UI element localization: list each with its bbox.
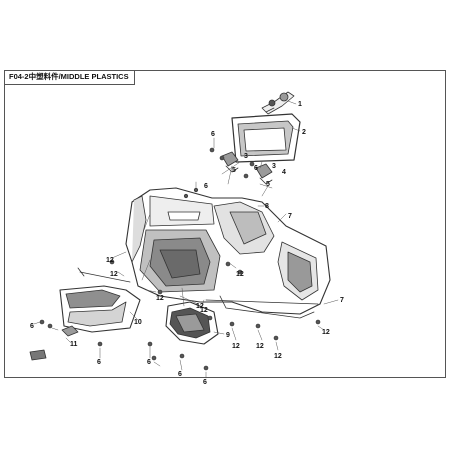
callout-7-top: 7: [288, 213, 292, 220]
callout-12-a: 12: [106, 257, 114, 264]
part-10-box: [59, 267, 141, 333]
callout-5-left: 5: [232, 167, 236, 174]
callout-7-right: 7: [340, 297, 344, 304]
callout-12-e: 12: [236, 271, 244, 278]
part-2-lid: [231, 113, 301, 163]
callout-labels: 1 2 3 3 4 5 5 6 6 6 6 6 6 6 6 7 7 8 9 10…: [30, 101, 344, 386]
part-9-cover: [165, 301, 219, 345]
diagram-title: F04-2中塑料件/MIDDLE PLASTICS: [4, 70, 135, 85]
callout-6-b: 6: [204, 183, 208, 190]
callout-12-d: 12: [196, 303, 204, 310]
callout-1: 1: [298, 101, 302, 108]
callout-3-right: 3: [272, 163, 276, 170]
callout-12-j: 12: [200, 307, 208, 314]
callout-6-h: 6: [254, 165, 258, 172]
callout-6-d: 6: [97, 359, 101, 366]
callout-12-b: 12: [110, 271, 118, 278]
callout-6-g: 6: [203, 379, 207, 386]
callout-8: 8: [265, 203, 269, 210]
callout-2: 2: [302, 129, 306, 136]
diagram-frame: [4, 70, 446, 378]
part-11-clip: [61, 325, 79, 337]
callout-6-a: 6: [211, 131, 215, 138]
part-11-tag: [29, 349, 47, 361]
callout-6-f: 6: [178, 371, 182, 378]
callout-3-left: 3: [244, 153, 248, 160]
callout-6-e: 6: [147, 359, 151, 366]
part-1-latch: [261, 91, 295, 115]
part-3-hinge-left: [221, 151, 239, 173]
part-8-body: [125, 187, 331, 319]
callout-9: 9: [226, 332, 230, 339]
callout-6-c: 6: [30, 323, 34, 330]
callout-12-f: 12: [232, 343, 240, 350]
callout-5-right: 5: [266, 181, 270, 188]
leader-lines: [33, 100, 339, 379]
callout-10: 10: [134, 319, 142, 326]
callout-12-i: 12: [322, 329, 330, 336]
callout-12-g: 12: [256, 343, 264, 350]
callout-4: 4: [282, 169, 286, 176]
callout-11: 11: [70, 341, 78, 348]
callout-12-c: 12: [156, 295, 164, 302]
callout-12-h: 12: [274, 353, 282, 360]
